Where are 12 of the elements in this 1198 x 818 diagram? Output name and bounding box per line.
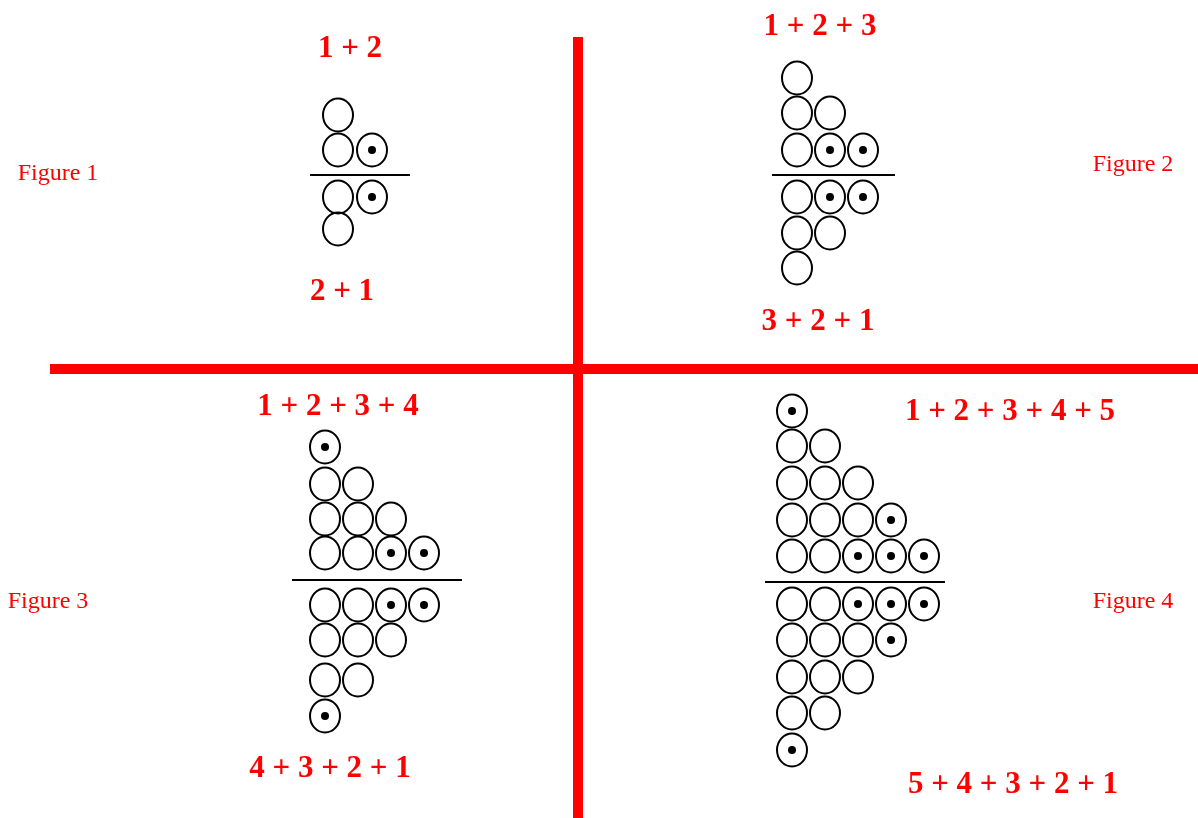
sum-expression: 1 + 2 [317,29,383,65]
figure-caption: Figure 4 [1092,586,1174,614]
sum-expression: 4 + 3 + 2 + 1 [249,749,411,785]
sum-expression: 1 + 2 + 3 [763,7,877,43]
figure-caption: Figure 2 [1092,149,1174,177]
sum-expression: 1 + 2 + 3 + 4 + 5 [904,392,1116,428]
sum-expression: 3 + 2 + 1 [761,302,875,338]
figure-caption: Figure 3 [7,586,89,614]
sum-expression: 5 + 4 + 3 + 2 + 1 [907,765,1119,801]
sum-expression: 1 + 2 + 3 + 4 [257,387,419,423]
figure-caption: Figure 1 [17,158,99,186]
sum-expression: 2 + 1 [309,272,375,308]
